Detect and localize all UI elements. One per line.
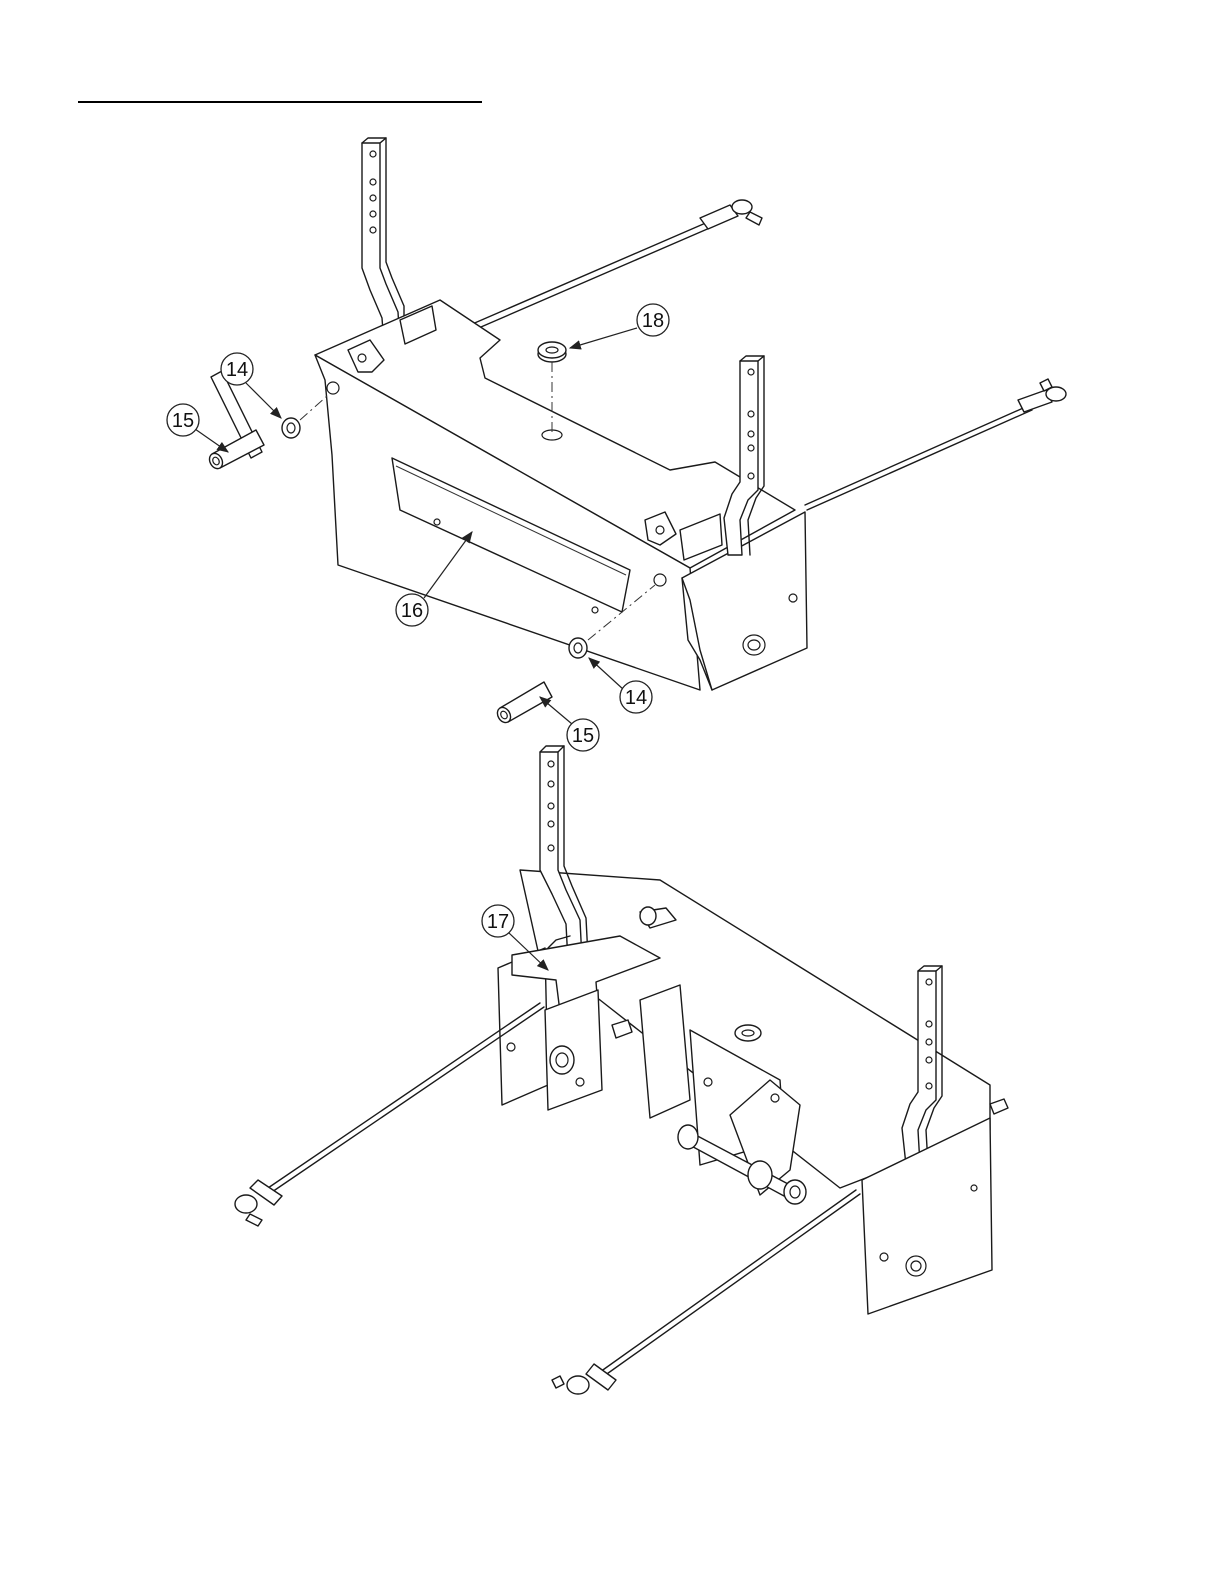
svg-text:14: 14 [625, 687, 647, 709]
upper-rod-1 [470, 200, 762, 330]
callout-15-upper: 15 [167, 404, 228, 452]
nut-14-left [282, 396, 327, 438]
upper-assembly [207, 138, 1066, 725]
spacer-15-left [207, 371, 264, 471]
svg-text:15: 15 [172, 410, 194, 432]
svg-text:15: 15 [572, 725, 594, 747]
callout-18: 18 [570, 304, 669, 348]
lower-assembly [235, 746, 1008, 1394]
upper-left-lever [362, 138, 404, 345]
svg-text:14: 14 [226, 359, 248, 381]
lower-rod-left [235, 1003, 544, 1226]
callout-15-lower: 15 [540, 697, 599, 751]
svg-text:16: 16 [401, 600, 423, 622]
spacer-15-right [495, 682, 552, 725]
lower-rod-right [552, 1190, 860, 1394]
svg-text:17: 17 [487, 911, 509, 933]
svg-text:18: 18 [642, 310, 664, 332]
upper-rod-2 [805, 379, 1066, 510]
